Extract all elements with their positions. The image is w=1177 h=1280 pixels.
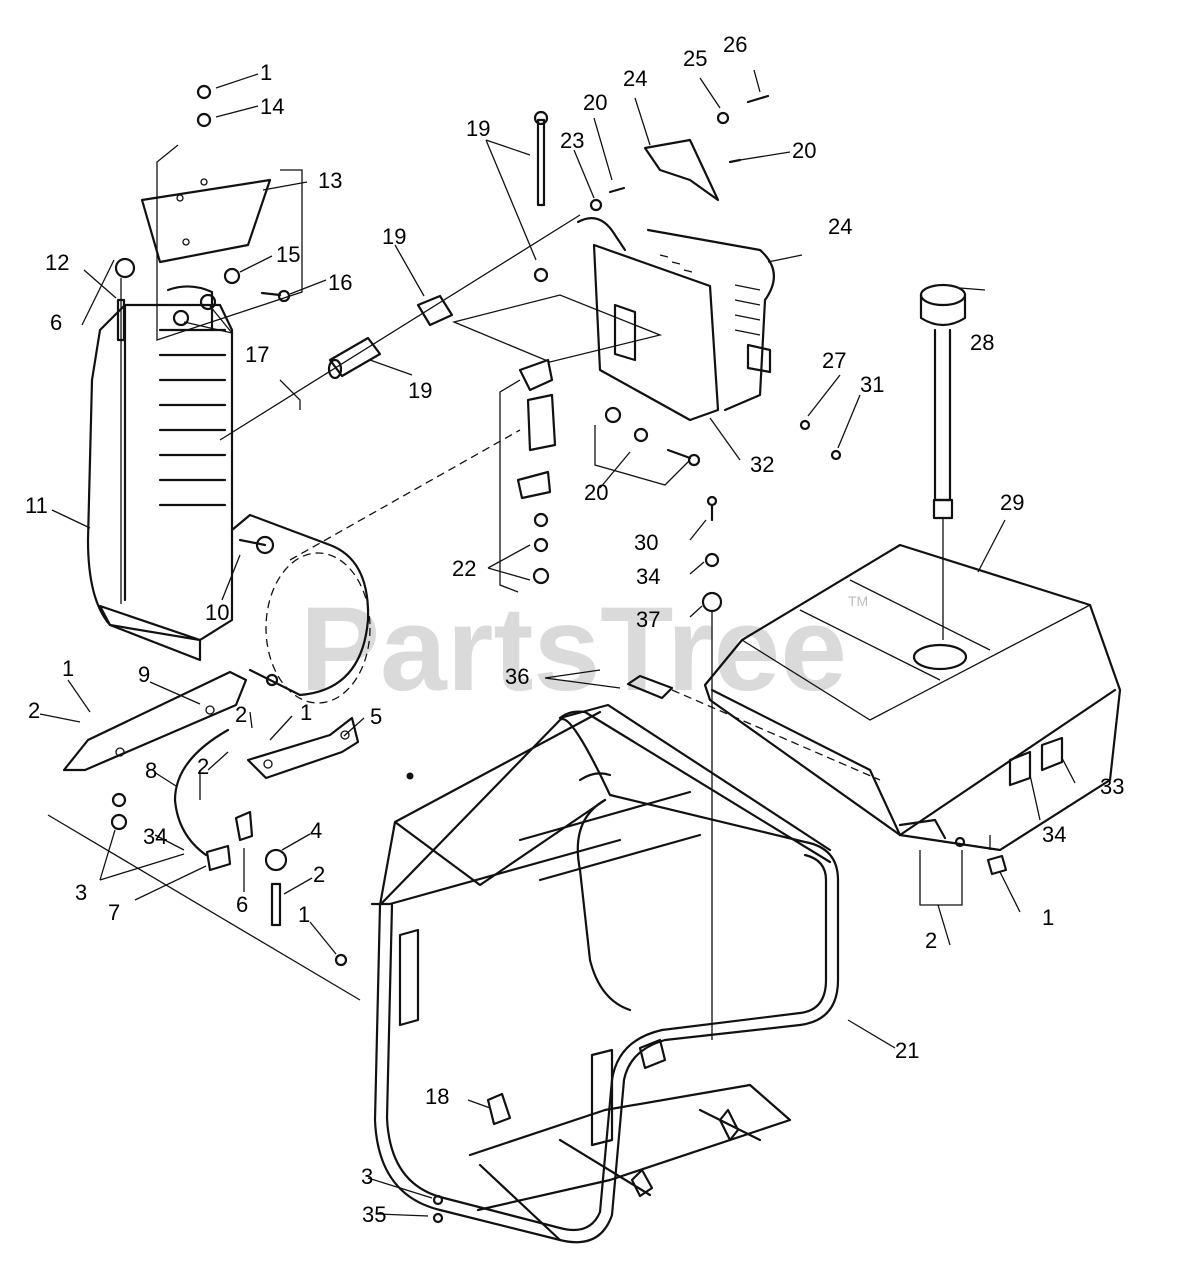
callout-20: 23: [560, 128, 584, 153]
callout-13: 13: [318, 168, 342, 193]
fuel-tank-32: [703, 543, 1122, 852]
heat-shield-23: [643, 138, 720, 202]
callout-26: 24: [828, 214, 852, 239]
shroud-13: [140, 178, 272, 264]
bracket-stack-19: [499, 358, 557, 593]
callout-18: 19: [382, 224, 406, 249]
fuel-cap-31: [919, 283, 967, 640]
hardware-left: [114, 84, 291, 604]
callout-19: 22: [452, 556, 476, 581]
callout-34: 2: [925, 928, 937, 953]
callout-21: 19: [408, 378, 432, 403]
callout-20: 25: [683, 46, 707, 71]
gasket-18: [416, 294, 454, 327]
callout-3: 6: [236, 892, 248, 917]
alignment-lines: [219, 214, 581, 441]
callout-22: 20: [583, 90, 607, 115]
callout-12: 12: [45, 250, 69, 275]
callout-6: 4: [310, 818, 322, 843]
callout-1: 35: [362, 1202, 386, 1227]
callout-25: 20: [792, 138, 816, 163]
engine-alternator: [86, 285, 371, 704]
hardware-center: [533, 94, 842, 486]
frame-35: [370, 703, 840, 1244]
callout-2: 3: [361, 1164, 373, 1189]
bracket-7: [246, 716, 360, 780]
callout-14: 14: [260, 94, 284, 119]
callouts: 1 14 13 12 6 15 16 17 11 10 9 2 1 2 8 2 …: [25, 32, 1124, 1227]
callout-37: 33: [1100, 774, 1124, 799]
callout-17: 17: [245, 342, 269, 367]
dashed-guide-1: [289, 429, 521, 561]
callout-20: 27: [822, 348, 846, 373]
callout-35: 21: [895, 1038, 919, 1063]
callout-34: 36: [505, 664, 529, 689]
callout-1: 1: [300, 700, 312, 725]
callout-19: 20: [584, 480, 608, 505]
callout-32: 29: [1000, 490, 1024, 515]
watermark-trademark: TM: [848, 593, 868, 609]
callout-16: 16: [328, 270, 352, 295]
callout-2: 2: [28, 698, 40, 723]
callout-15: 15: [276, 242, 300, 267]
callout-1: 1: [62, 656, 74, 681]
callout-5: 2: [313, 862, 325, 887]
muffler-26-27: [451, 217, 775, 422]
hardware-bottom-left: [110, 673, 348, 967]
callout-4: 1: [298, 902, 310, 927]
callout-33: 1: [1042, 905, 1054, 930]
callout-28: 30: [634, 530, 658, 555]
callout-30: 37: [636, 607, 660, 632]
callout-24: 31: [860, 372, 884, 397]
cable-8: [173, 728, 230, 857]
callout-1: 1: [260, 60, 272, 85]
callout-3: 18: [425, 1084, 449, 1109]
callout-23: 24: [623, 66, 647, 91]
callout-6: 6: [50, 310, 62, 335]
exhaust-pipe-21: [327, 336, 382, 380]
callout-24: 26: [723, 32, 747, 57]
callout-34: 7: [108, 900, 120, 925]
bracket-9: [62, 670, 248, 772]
callout-8: 8: [145, 758, 157, 783]
callout-19: 19: [466, 116, 490, 141]
callout-10: 10: [205, 600, 229, 625]
callout-31: 28: [970, 330, 994, 355]
callout-2: 34: [143, 824, 167, 849]
watermark: PartsTree: [300, 582, 847, 716]
mount-outline: [156, 144, 303, 341]
callout-1: 3: [75, 880, 87, 905]
callout-7: 5: [370, 704, 382, 729]
leader-lines: [39, 69, 1076, 1217]
callout-29: 34: [636, 564, 660, 589]
callout-2: 2: [235, 702, 247, 727]
fuel-line-34: [626, 674, 1008, 906]
callout-11: 11: [25, 493, 48, 518]
parts-28-29-30: [701, 495, 723, 1040]
callout-9: 9: [138, 662, 150, 687]
callout-27: 32: [750, 452, 774, 477]
callout-36: 34: [1042, 822, 1066, 847]
callout-2: 2: [197, 754, 209, 779]
guide-line-left: [47, 814, 361, 1001]
